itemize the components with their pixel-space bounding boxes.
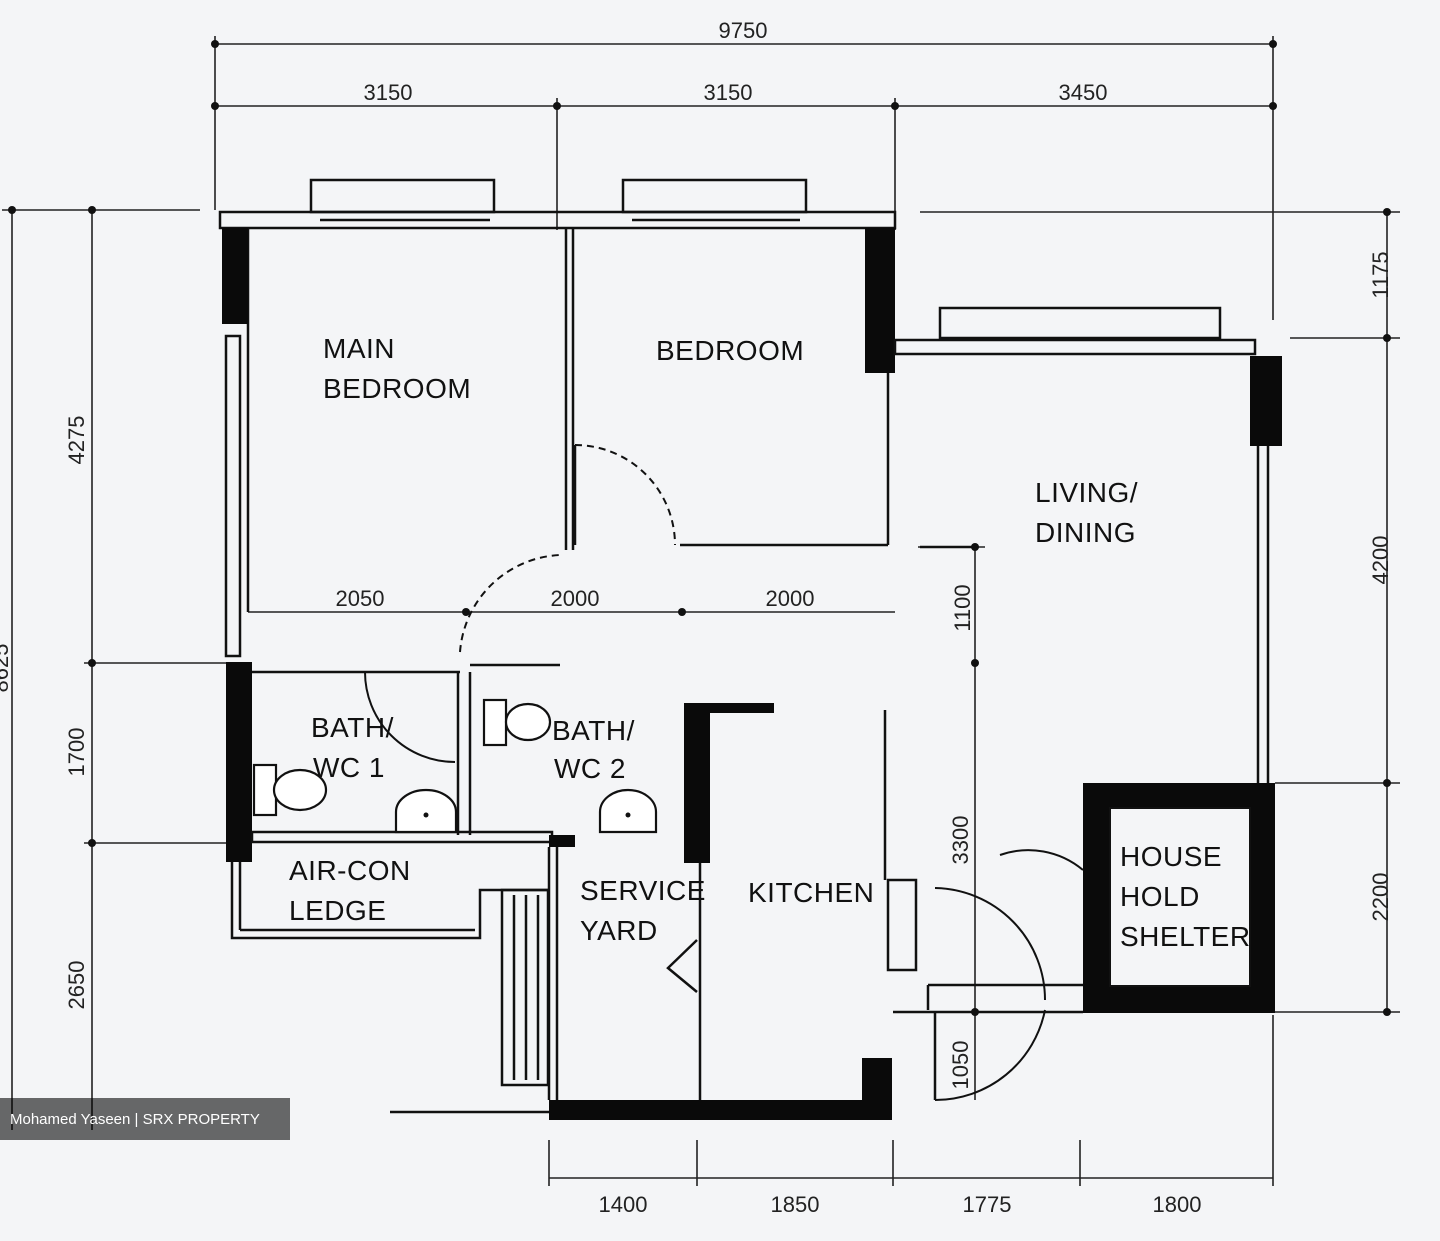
dimension-labels: 9750 3150 3150 3450 8625 4275 1700 2650 …: [0, 18, 1393, 1217]
room-service-line1: SERVICE: [580, 875, 706, 906]
toilet-icon: [252, 763, 278, 817]
dim-top-3: 3450: [1059, 80, 1108, 105]
room-bath2-line1: BATH/: [552, 715, 635, 746]
dim-left-2: 1700: [64, 728, 89, 777]
dim-top-total: 9750: [719, 18, 768, 43]
dim-left-3: 2650: [64, 961, 89, 1010]
doors: [364, 444, 1084, 1102]
dim-bottom-4: 1800: [1153, 1192, 1202, 1217]
dim-bottom-2: 1850: [771, 1192, 820, 1217]
dim-inner-2: 2000: [551, 586, 600, 611]
fixtures: [252, 698, 658, 834]
room-shelter-line3: SHELTER: [1120, 921, 1251, 952]
dim-right-2: 4200: [1368, 536, 1393, 585]
room-aircon-line1: AIR-CON: [289, 855, 411, 886]
dim-left-total: 8625: [0, 644, 13, 693]
room-living-line1: LIVING/: [1035, 477, 1138, 508]
dim-inner-1: 2050: [336, 586, 385, 611]
watermark-text: Mohamed Yaseen | SRX PROPERTY: [10, 1111, 260, 1128]
dim-inner-v1: 1100: [950, 584, 975, 631]
dim-right-3: 2200: [1368, 873, 1393, 922]
dim-bottom-3: 1775: [963, 1192, 1012, 1217]
room-shelter-line1: HOUSE: [1120, 841, 1222, 872]
dim-inner-v3: 1050: [948, 1041, 973, 1090]
room-shelter-line2: HOLD: [1120, 881, 1200, 912]
room-main-bedroom-line2: BEDROOM: [323, 373, 471, 404]
basin-icon: [598, 788, 658, 834]
dim-inner-v2: 3300: [948, 816, 973, 865]
dim-bottom-1: 1400: [599, 1192, 648, 1217]
watermark: Mohamed Yaseen | SRX PROPERTY: [0, 1098, 290, 1140]
room-aircon-line2: LEDGE: [289, 895, 386, 926]
dim-right-1: 1175: [1368, 251, 1393, 298]
dim-left-1: 4275: [64, 416, 89, 465]
room-service-line2: YARD: [580, 915, 658, 946]
dim-top-2: 3150: [704, 80, 753, 105]
room-bedroom: BEDROOM: [656, 335, 804, 366]
basin-icon: [394, 788, 458, 834]
room-main-bedroom-line1: MAIN: [323, 333, 395, 364]
room-labels: MAIN BEDROOM BEDROOM LIVING/ DINING BATH…: [289, 333, 1251, 952]
toilet-icon: [482, 698, 508, 747]
room-kitchen: KITCHEN: [748, 877, 874, 908]
room-bath2-line2: WC 2: [554, 753, 626, 784]
room-living-line2: DINING: [1035, 517, 1136, 548]
dimension-lines: [2, 36, 1400, 1186]
dim-top-1: 3150: [364, 80, 413, 105]
room-bath1-line1: BATH/: [311, 712, 394, 743]
walls: [218, 178, 1282, 1120]
room-bath1-line2: WC 1: [313, 752, 385, 783]
dim-inner-3: 2000: [766, 586, 815, 611]
